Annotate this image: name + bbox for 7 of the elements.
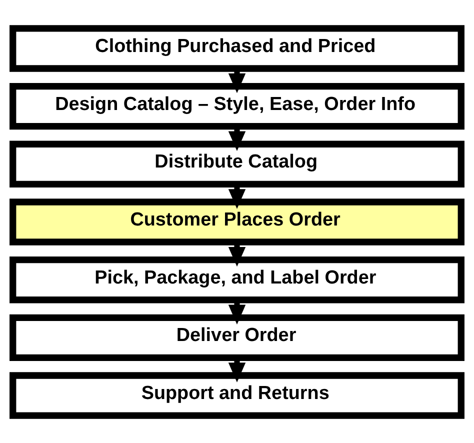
node-box: Distribute Catalog bbox=[10, 140, 464, 188]
node-box: Deliver Order bbox=[10, 314, 464, 361]
node-box: Customer Places Order bbox=[10, 198, 464, 245]
node-box: Support and Returns bbox=[10, 372, 464, 418]
node-box: Design Catalog – Style, Ease, Order Info bbox=[10, 82, 464, 130]
node-box: Pick, Package, and Label Order bbox=[10, 256, 464, 303]
node-box: Clothing Purchased and Priced bbox=[10, 24, 464, 72]
